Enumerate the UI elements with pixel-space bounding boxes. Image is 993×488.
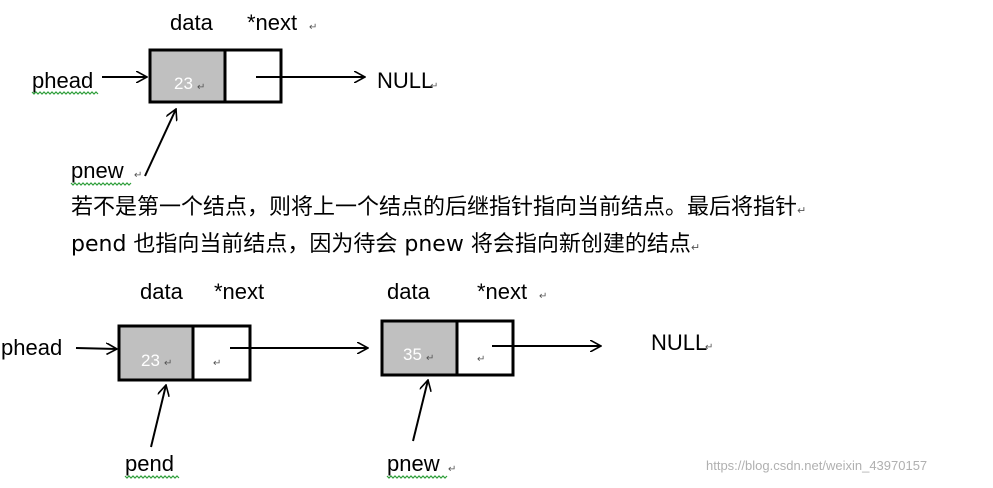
node-data-cell [380, 319, 459, 377]
arrow-pnew-to-node2 [412, 380, 428, 442]
pointer-label-phead: phead [1, 335, 62, 360]
watermark: https://blog.csdn.net/weixin_43970157 [706, 458, 928, 473]
paragraph-mark: ↵ [134, 170, 142, 181]
node-value: 23 [141, 351, 160, 370]
paragraph-mark: ↵ [426, 353, 434, 364]
spellcheck-underline [70, 182, 132, 186]
paragraph-mark: ↵ [197, 82, 205, 93]
arrow-pend-to-node1 [150, 385, 166, 448]
node-1: 23 ↵ ↵ [117, 324, 252, 382]
pointer-label-phead: phead [32, 68, 93, 93]
arrow-phead-to-node [75, 348, 117, 349]
pointer-label-pend: pend [125, 451, 174, 476]
paragraph-mark: ↵ [309, 22, 317, 33]
null-label: NULL [377, 68, 433, 93]
field-label-data: data [140, 279, 184, 304]
field-label-next: *next [247, 10, 297, 35]
node-value: 23 [174, 74, 193, 93]
field-label-data: data [387, 279, 431, 304]
paragraph-mark: ↵ [477, 354, 485, 365]
pointer-label-pnew: pnew [387, 451, 440, 476]
paragraph-mark: ↵ [797, 204, 807, 217]
paragraph-mark: ↵ [430, 81, 438, 92]
node-next-cell [191, 324, 252, 382]
pointer-label-pnew: pnew [71, 158, 124, 183]
spellcheck-underline [31, 91, 99, 95]
node-value: 35 [403, 345, 422, 364]
description-text: 若不是第一个结点，则将上一个结点的后继指针指向当前结点。最后将指针 [71, 195, 798, 220]
arrow-pnew-to-node [144, 109, 176, 177]
paragraph-mark: ↵ [705, 342, 713, 353]
spellcheck-underline [386, 475, 448, 479]
node-next-cell [455, 319, 515, 377]
field-label-next: *next [214, 279, 264, 304]
description-line-2: pend 也指向当前结点，因为待会 pnew 将会指向新创建的结点↵ [71, 230, 700, 263]
paragraph-mark: ↵ [213, 358, 221, 369]
paragraph-mark: ↵ [690, 241, 701, 254]
description-line-1: 若不是第一个结点，则将上一个结点的后继指针指向当前结点。最后将指针↵ [71, 193, 806, 226]
paragraph-mark: ↵ [539, 291, 547, 302]
null-label: NULL [651, 330, 707, 355]
description-text: pend 也指向当前结点，因为待会 pnew 将会指向新创建的结点 [71, 232, 691, 257]
spellcheck-underline [124, 475, 180, 479]
paragraph-mark: ↵ [448, 464, 456, 475]
field-label-data: data [170, 10, 214, 35]
paragraph-mark: ↵ [164, 358, 172, 369]
field-label-next: *next [477, 279, 527, 304]
node-2: 35 ↵ ↵ [380, 319, 515, 377]
